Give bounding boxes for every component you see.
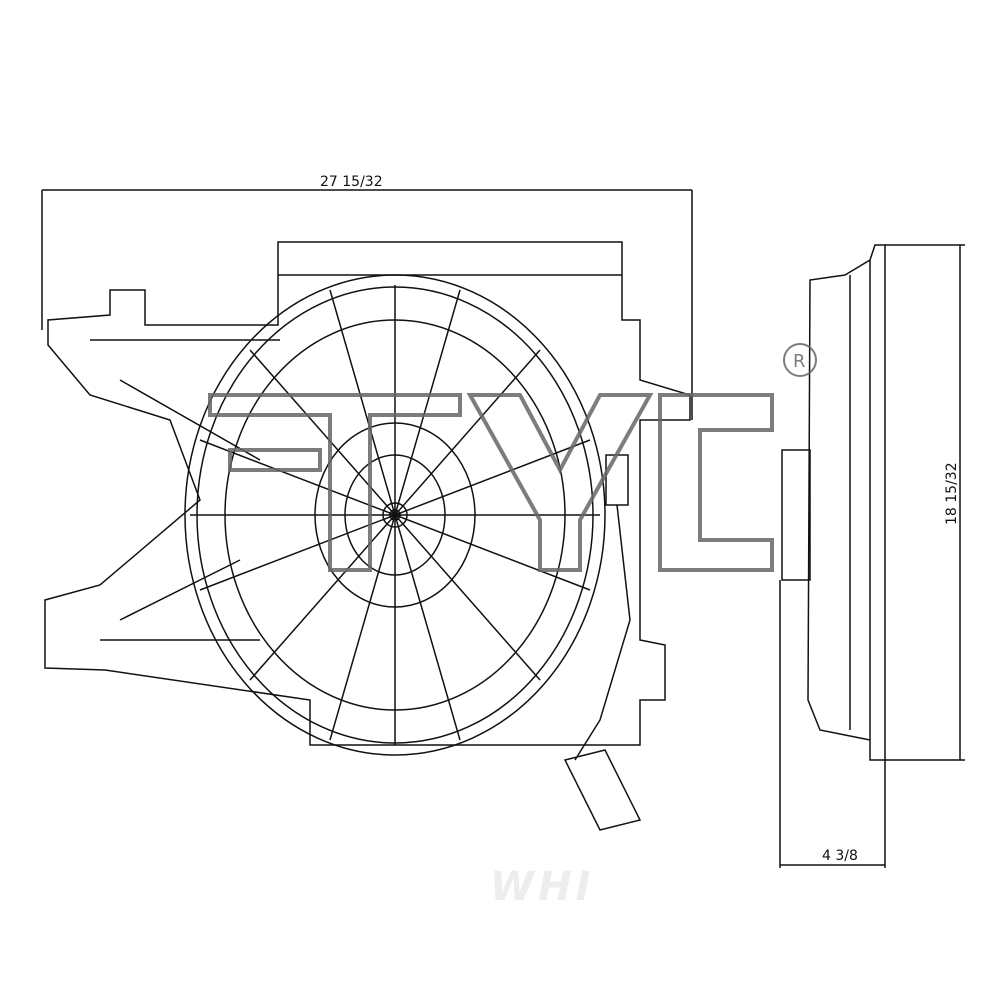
fan-side-view [781,244,886,761]
wire-harness-connector [563,454,642,831]
height-dimension [885,244,965,761]
depth-label: 4 3/8 [822,848,858,864]
svg-text:WHI: WHI [490,864,594,910]
depth-dimension [779,580,886,868]
fan-blade-assembly [184,274,606,756]
tyc-logo: R [208,343,817,572]
registered-mark: R [793,351,806,372]
height-label: 18 15/32 [944,462,960,525]
width-label: 27 15/32 [320,174,383,190]
whi-watermark: WHI [490,864,594,910]
fan-shroud-front-view [44,241,691,746]
width-dimension [41,189,693,420]
fan-spokes [190,285,600,745]
